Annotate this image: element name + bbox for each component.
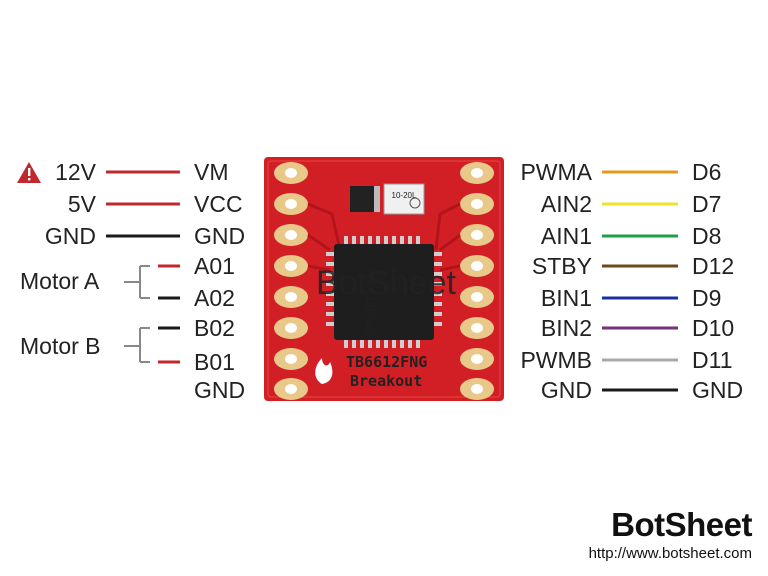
arduino-pin-d7: D7 <box>692 191 721 217</box>
arduino-pin-d9: D9 <box>692 285 721 311</box>
motor-b-bracket <box>124 326 180 364</box>
board-name-line2: Breakout <box>350 372 422 390</box>
tb6612-chip: TB6612FNG <box>326 236 442 348</box>
watermark: BotSheet <box>316 264 456 302</box>
board-pin-label-vcc: VCC <box>194 191 243 217</box>
board-name-line1: TB6612FNG <box>346 353 427 371</box>
board-pin-label-a02: A02 <box>194 285 235 311</box>
arduino-pin-gnd: GND <box>692 377 743 403</box>
board-pin-label-pwmb: PWMB <box>520 347 592 373</box>
board-pin-label-gnd-1: GND <box>194 223 245 249</box>
board-pin-label-a01: A01 <box>194 253 235 279</box>
arduino-pin-d8: D8 <box>692 223 721 249</box>
board-pin-label-b02: B02 <box>194 315 235 341</box>
board-pin-label-bin2: BIN2 <box>541 315 592 341</box>
flame-logo <box>315 358 333 384</box>
left-ext-label-12v: 12V <box>55 159 97 185</box>
arduino-pin-d6: D6 <box>692 159 721 185</box>
board-pin-label-b01: B01 <box>194 349 235 375</box>
motor-a-label: Motor A <box>20 268 100 294</box>
breakout-board: 10-20L <box>264 157 504 401</box>
arduino-pin-d11: D11 <box>692 347 733 373</box>
left-ext-label-5v: 5V <box>68 191 97 217</box>
arduino-pin-d10: D10 <box>692 315 734 341</box>
board-pin-label-ain1: AIN1 <box>541 223 592 249</box>
motor-a-bracket <box>124 264 180 300</box>
arduino-pin-d12: D12 <box>692 253 734 279</box>
brand-url[interactable]: http://www.botsheet.com <box>588 545 752 562</box>
board-pin-label-ain2: AIN2 <box>541 191 592 217</box>
board-pin-label-gnd-2: GND <box>194 377 245 403</box>
right-pads <box>460 162 494 400</box>
board-pin-label-bin1: BIN1 <box>541 285 592 311</box>
board-pin-label-stby: STBY <box>532 253 592 279</box>
board-pin-label-pwma: PWMA <box>520 159 592 185</box>
left-ext-label-gnd: GND <box>45 223 96 249</box>
motor-b-label: Motor B <box>20 333 101 359</box>
warning-icon <box>17 162 41 183</box>
brand-title: BotSheet <box>611 506 752 543</box>
left-pads <box>274 162 308 400</box>
capacitor-text: 10-20L <box>392 191 417 200</box>
chip-marking: TB6612FNG <box>363 266 377 333</box>
board-pin-label-vm: VM <box>194 159 229 185</box>
board-pin-label-gnd-right: GND <box>541 377 592 403</box>
capacitor: 10-20L <box>350 183 425 215</box>
